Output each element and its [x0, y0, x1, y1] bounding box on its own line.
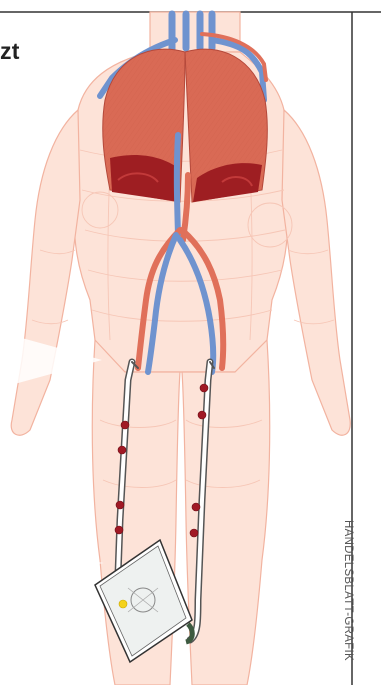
electrode-dot-icon	[118, 446, 126, 454]
heading-fragment: zt	[0, 38, 20, 65]
electrode-dot-icon	[198, 411, 206, 419]
electrode-dot-icon	[116, 501, 124, 509]
electrode-dot-icon	[200, 384, 208, 392]
electrode-dot-icon	[115, 526, 123, 534]
callout-pointers	[0, 332, 104, 579]
electrode-dot-icon	[192, 503, 200, 511]
electrode-dot-icon	[121, 421, 129, 429]
electrode-dot-icon	[190, 529, 198, 537]
graphic-credit: HANDELSBLATT-GRAFIK	[342, 520, 354, 661]
